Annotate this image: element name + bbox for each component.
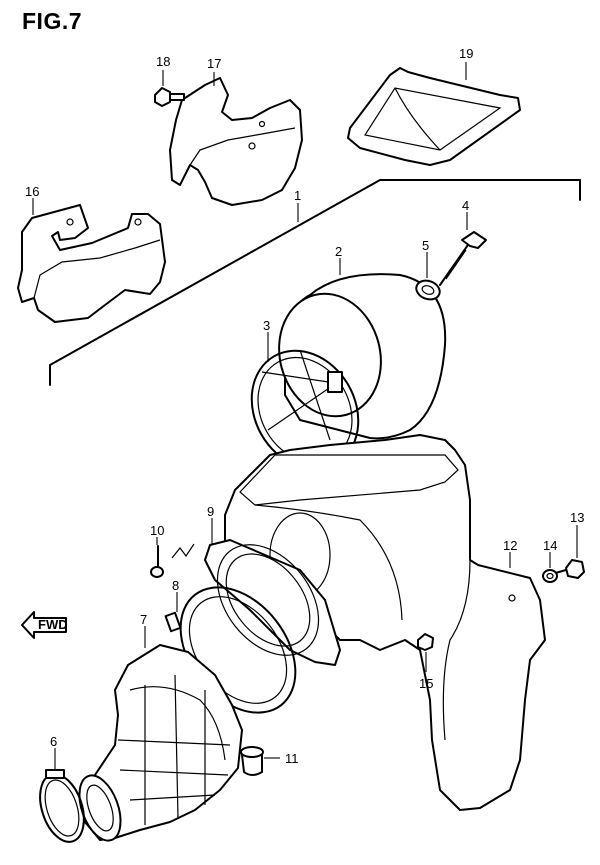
part-6-hose-clamp: [39, 748, 85, 843]
callout-15: 15: [419, 676, 433, 691]
callout-18: 18: [156, 54, 170, 69]
callout-11: 11: [285, 751, 299, 766]
callout-5: 5: [422, 238, 429, 253]
part-11-drain-cap: [240, 746, 280, 776]
callout-3: 3: [263, 318, 270, 333]
part-14-washer: [542, 552, 558, 583]
fwd-label: FWD: [38, 617, 68, 632]
part-5-grommet: [415, 252, 441, 301]
callout-16: 16: [25, 184, 39, 199]
callout-19: 19: [459, 46, 473, 61]
part-2-filter-element: [278, 258, 447, 440]
callout-4: 4: [462, 198, 469, 213]
callout-labels: 1 2 3 4 5 6 7 8 9 10 11 12 13 14 15 16 1…: [25, 46, 584, 766]
part-15-screw: [417, 633, 434, 672]
part-13-bolt: [551, 525, 585, 579]
part-17-bracket: [169, 72, 303, 206]
callout-13: 13: [570, 510, 584, 525]
part-10-screw: [150, 537, 195, 578]
assembly-bracket: [49, 179, 581, 386]
callout-2: 2: [335, 244, 342, 259]
part-12-air-cleaner-case: [224, 434, 546, 811]
part-7-intake-boot: [78, 626, 243, 842]
part-3-filter-cage: [250, 332, 360, 471]
part-19-tray: [347, 62, 521, 166]
callout-12: 12: [503, 538, 517, 553]
callout-17: 17: [207, 56, 221, 71]
part-16-cover: [17, 198, 166, 323]
callout-14: 14: [543, 538, 557, 553]
callout-6: 6: [50, 734, 57, 749]
callout-1: 1: [294, 188, 301, 203]
callout-8: 8: [172, 578, 179, 593]
part-18-bolt: [154, 70, 185, 107]
part-4-wing-screw: [439, 212, 487, 286]
callout-9: 9: [207, 504, 214, 519]
figure-title: FIG.7: [22, 8, 83, 34]
part-9-adapter-plate: [204, 518, 341, 666]
fwd-arrow-icon: [21, 611, 67, 639]
callout-7: 7: [140, 612, 147, 627]
callout-10: 10: [150, 523, 164, 538]
